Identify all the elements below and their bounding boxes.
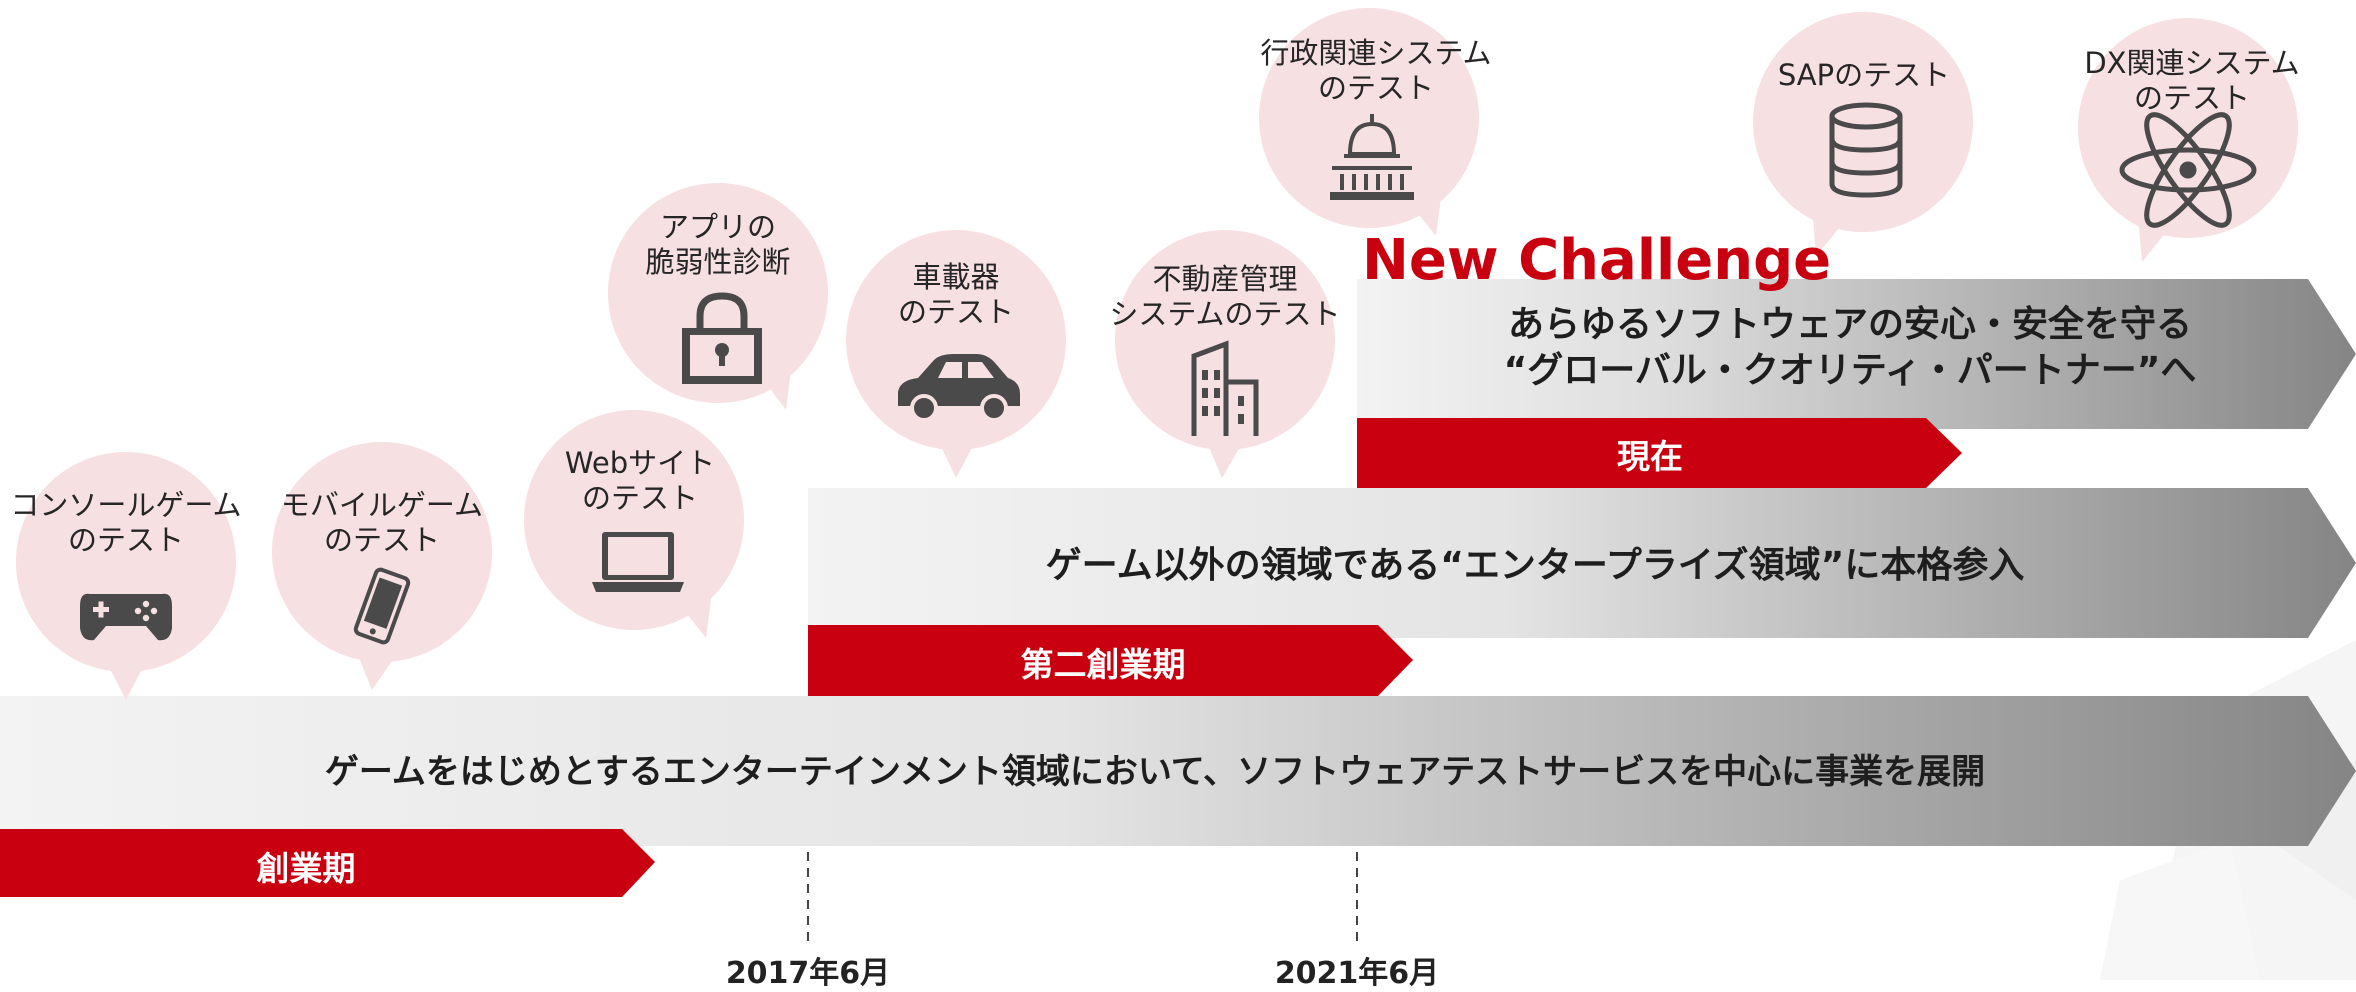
phase-label-current: 現在	[1617, 437, 1683, 476]
bubble-line1: アプリの	[659, 210, 776, 244]
bubble-realestate	[1115, 230, 1335, 478]
atom-icon	[2119, 112, 2257, 228]
bubble-line1: コンソールゲーム	[10, 488, 242, 522]
bubble-line2: のテスト	[67, 523, 184, 557]
bubble-label-web: Webサイト のテスト	[530, 446, 750, 516]
date-label-2021: 2021年6月	[1274, 956, 1440, 991]
band-founding	[0, 696, 2356, 846]
band-current-line2: “グローバル・クオリティ・パートナー”へ	[1503, 350, 2197, 391]
bubble-label-vuln: アプリの 脆弱性診断	[608, 210, 828, 280]
band-current-line1: あらゆるソフトウェアの安心・安全を守る	[1507, 304, 2192, 345]
bubble-line2: のテスト	[323, 523, 440, 557]
phase-arrow-founding	[0, 829, 655, 897]
band-second	[808, 488, 2356, 638]
band-current	[1357, 279, 2356, 429]
band-founding-text: ゲームをはじめとするエンターテインメント領域において、ソフトウェアテストサービス…	[324, 752, 1986, 792]
bubble-line2: のテスト	[897, 295, 1014, 329]
database-icon	[1829, 102, 1903, 198]
bubble-line2: システムのテスト	[1109, 297, 1341, 331]
new-challenge-heading: New Challenge	[1362, 228, 1832, 293]
bubble-label-car: 車載器 のテスト	[846, 260, 1066, 330]
bubble-line2: のテスト	[2133, 81, 2250, 115]
bubble-console	[16, 452, 236, 700]
laptop-icon	[592, 532, 684, 592]
bubble-line1: SAPのテスト	[1777, 58, 1951, 92]
building-icon	[1191, 340, 1259, 436]
car-icon	[898, 354, 1020, 422]
bubble-line2: のテスト	[1317, 71, 1434, 105]
bubble-line1: 行政関連システム	[1260, 36, 1492, 70]
phase-arrow-second	[808, 625, 1413, 696]
bubble-mobile	[272, 442, 492, 690]
gamepad-icon	[80, 593, 172, 641]
bubble-label-government: 行政関連システム のテスト	[1244, 36, 1508, 106]
bubble-line1: 車載器	[912, 260, 1000, 294]
bubble-label-dx: DX関連システム のテスト	[2072, 46, 2312, 116]
capitol-icon	[1330, 114, 1414, 200]
bubble-line1: モバイルゲーム	[280, 488, 484, 522]
bubble-label-mobile: モバイルゲーム のテスト	[272, 488, 492, 558]
phase-arrow-current	[1357, 418, 1962, 488]
bubble-web	[524, 410, 744, 638]
bubble-line1: Webサイト	[564, 446, 716, 480]
bubble-label-console: コンソールゲーム のテスト	[0, 488, 252, 558]
bubble-government	[1259, 8, 1479, 236]
bubble-sap	[1753, 12, 1973, 256]
bubble-label-sap: SAPのテスト	[1754, 58, 1974, 93]
bubble-line1: DX関連システム	[2084, 46, 2300, 80]
bubble-line2: 脆弱性診断	[645, 245, 791, 279]
bubble-line2: のテスト	[581, 481, 698, 515]
phase-label-second: 第二創業期	[1020, 645, 1186, 684]
band-second-text: ゲーム以外の領域である“エンタープライズ領域”に本格参入	[1045, 545, 2025, 586]
lock-icon	[682, 292, 762, 384]
bubble-label-realestate: 不動産管理 システムのテスト	[1100, 262, 1350, 332]
smartphone-icon	[353, 567, 411, 645]
band-current-text: あらゆるソフトウェアの安心・安全を守る “グローバル・クオリティ・パートナー”へ	[1390, 302, 2310, 394]
date-label-2017: 2017年6月	[725, 956, 891, 991]
bubble-line1: 不動産管理	[1152, 262, 1298, 296]
phase-label-founding: 創業期	[256, 849, 356, 888]
